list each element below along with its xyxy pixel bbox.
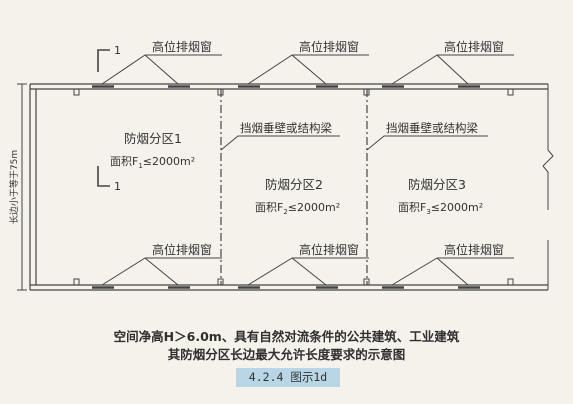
zone-1-name: 防烟分区1 xyxy=(124,131,182,146)
section-mark-bottom-label: 1 xyxy=(114,180,121,193)
window-label-top-1: 高位排烟窗 xyxy=(152,39,212,54)
top-wall xyxy=(30,83,548,90)
left-wall xyxy=(29,84,37,290)
side-length-label: 长边小于等于75m xyxy=(8,150,20,224)
section-mark-bottom-line xyxy=(97,166,110,187)
window-label-bottom-3: 高位排烟窗 xyxy=(444,242,504,257)
zone-2-name: 防烟分区2 xyxy=(265,177,323,192)
figure-tag: 4.2.4 图示1d xyxy=(236,368,340,387)
barrier-leader-1 xyxy=(220,135,340,151)
zone-3-name: 防烟分区3 xyxy=(408,177,466,192)
right-break-top xyxy=(542,84,554,210)
smoke-barriers xyxy=(220,89,368,285)
walls xyxy=(29,83,554,291)
window-label-top-3: 高位排烟窗 xyxy=(444,39,504,54)
window-label-top-2: 高位排烟窗 xyxy=(299,39,359,54)
barrier-leader-2 xyxy=(366,135,488,151)
barrier-label-2: 挡烟垂壁或结构梁 xyxy=(386,121,478,135)
zone-3-area: 面积F3≤2000m² xyxy=(398,201,483,216)
zone-2-area: 面积F2≤2000m² xyxy=(255,201,340,216)
window-label-bottom-1: 高位排烟窗 xyxy=(152,242,212,257)
side-dimension xyxy=(17,83,27,291)
bottom-wall xyxy=(30,284,548,291)
section-mark-top-line xyxy=(97,49,110,72)
caption-line-1: 空间净高H＞6.0m、具有自然对流条件的公共建筑、工业建筑 xyxy=(113,329,460,344)
window-leaders xyxy=(101,54,514,286)
window-label-bottom-2: 高位排烟窗 xyxy=(299,242,359,257)
window-openings xyxy=(92,85,480,289)
caption-line-2: 其防烟分区长边最大允许长度要求的示意图 xyxy=(167,347,406,362)
section-mark-top-label: 1 xyxy=(114,44,121,57)
zone-1-area: 面积F1≤2000m² xyxy=(110,155,195,170)
barrier-label-1: 挡烟垂壁或结构梁 xyxy=(240,121,332,135)
